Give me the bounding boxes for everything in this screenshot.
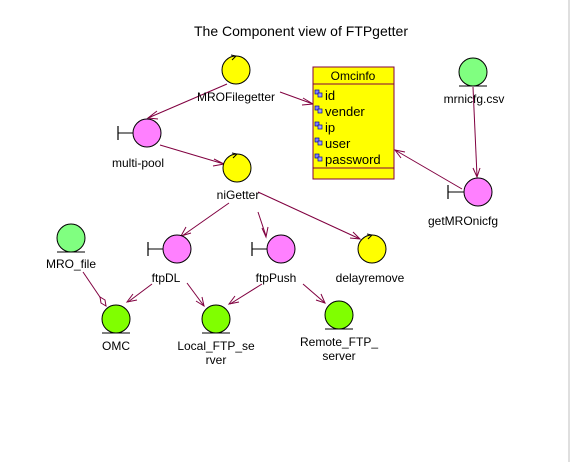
attribute-icon [314, 105, 323, 114]
node-mrofilegetter[interactable]: MROFilegetter [197, 54, 275, 104]
arrowhead-multipool [146, 110, 159, 120]
node-label: MRO_file [46, 257, 96, 271]
node-label-line2: server [322, 349, 355, 363]
attribute-icon [314, 137, 323, 146]
edge-nigetter-delayremove [257, 191, 361, 240]
arrowhead-ftpdl [179, 226, 192, 237]
node-ftppush[interactable]: ftpPush [251, 234, 297, 285]
node-omc[interactable]: OMC [101, 304, 131, 353]
class-attribute: id [325, 88, 335, 103]
entity-icon [56, 223, 86, 253]
entity-icon [201, 304, 231, 334]
attribute-icon [314, 121, 323, 130]
attribute-icon [314, 153, 323, 162]
class-attribute: password [325, 152, 381, 167]
arrowhead-remoteftp [315, 293, 326, 304]
arrowhead-localftp-left [195, 296, 205, 308]
control-icon [221, 55, 251, 85]
edge-ftppush-remoteftp [302, 283, 326, 304]
class-omcinfo[interactable]: Omcinfo id vender ip user password [312, 66, 395, 180]
node-multipool[interactable]: multi-pool [112, 118, 164, 170]
node-label: mrnicfg.csv [444, 92, 505, 106]
node-mrnicfgcsv[interactable]: mrnicfg.csv [444, 57, 505, 106]
entity-icon [101, 304, 131, 334]
control-icon [222, 153, 252, 183]
class-attribute: vender [325, 104, 365, 119]
arrowhead-omcinfo-right [393, 149, 406, 159]
aggregation-diamond [99, 296, 107, 307]
diagram-title: The Component view of FTPgetter [194, 23, 408, 39]
node-label-line1: Local_FTP_se [177, 339, 255, 353]
control-arrow-mark [230, 54, 238, 61]
boundary-icon [132, 118, 162, 148]
node-label: OMC [102, 339, 130, 353]
node-label: getMROnicfg [428, 214, 498, 228]
arrowhead-delayremove [349, 231, 362, 240]
node-label: ftpPush [256, 271, 297, 285]
class-name: Omcinfo [331, 69, 376, 83]
node-label: MROFilegetter [197, 90, 275, 104]
arrowhead-ftppush [261, 226, 269, 239]
entity-icon [324, 300, 354, 330]
control-icon [357, 234, 387, 264]
edge-getmronicfg-omcinfo [394, 149, 463, 190]
boundary-icon [162, 234, 192, 264]
edge-mrofilegetter-omcinfo [279, 91, 314, 105]
arrowhead-getmronicfg [472, 167, 481, 179]
class-attribute: user [325, 136, 351, 151]
node-label-line1: Remote_FTP_ [300, 335, 378, 349]
entity-icon [458, 57, 488, 87]
node-label-line2: rver [206, 353, 227, 367]
node-getmronicfg[interactable]: getMROnicfg [428, 177, 498, 228]
node-mrofile[interactable]: MRO_file [46, 223, 96, 271]
class-attribute: ip [325, 120, 335, 135]
class-box [312, 66, 395, 180]
arrowhead-localftp-right [227, 295, 240, 305]
node-label: ftpDL [152, 271, 181, 285]
node-delayremove[interactable]: delayremove [336, 233, 405, 285]
edge-ftppush-localftp [229, 283, 263, 305]
edge-mrofilegetter-multipool [147, 83, 228, 119]
boundary-icon [463, 177, 493, 207]
node-localftp[interactable]: Local_FTP_se rver [177, 304, 255, 367]
boundary-icon [266, 234, 296, 264]
node-nigetter[interactable]: niGetter [217, 152, 260, 202]
edge-ftpdl-localftp [186, 282, 205, 307]
node-ftpdl[interactable]: ftpDL [147, 234, 192, 285]
node-label: delayremove [336, 271, 405, 285]
edge-nigetter-ftppush [257, 211, 267, 237]
attribute-icon [314, 89, 323, 98]
edge-mrnicfg-getmronicfg [472, 86, 478, 177]
node-label: multi-pool [112, 156, 164, 170]
node-label: niGetter [217, 188, 260, 202]
edge-ftpdl-omc [127, 283, 153, 303]
edge-multipool-nigetter [159, 144, 225, 165]
control-arrow-mark [366, 233, 374, 240]
edge-nigetter-ftpdl [181, 202, 230, 237]
control-arrow-mark [231, 152, 239, 159]
node-remoteftp[interactable]: Remote_FTP_ server [300, 300, 378, 363]
arrowhead-omc [125, 293, 138, 303]
